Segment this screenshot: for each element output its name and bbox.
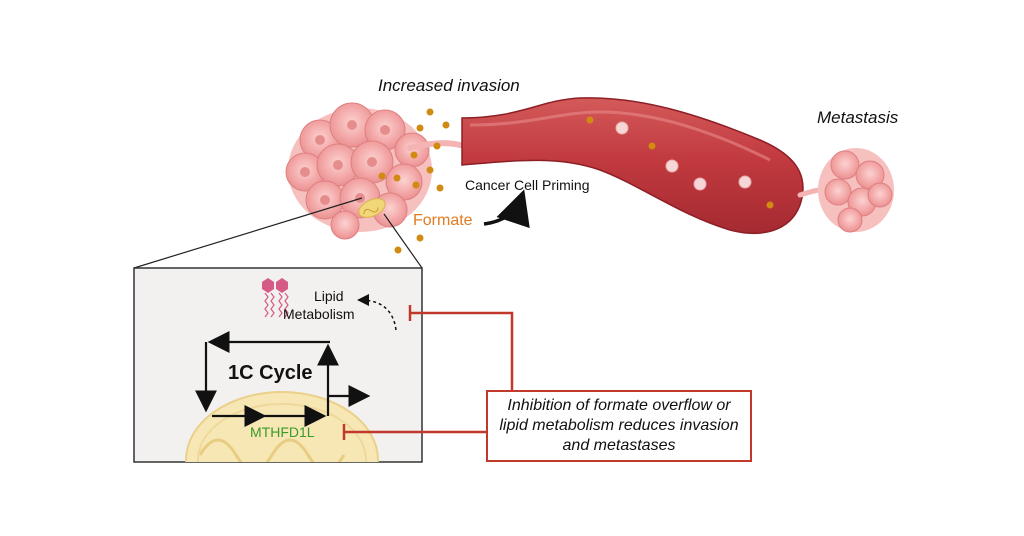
lipid-molecule-icon <box>262 278 289 318</box>
inhibition-callout: Inhibition of formate overflow or lipid … <box>486 390 752 462</box>
dashed-lipid-arrow <box>357 294 397 331</box>
formate-label: Formate <box>413 212 473 229</box>
inhibition-connectors <box>342 305 514 440</box>
metabolism-label: Metabolism <box>283 306 355 322</box>
metastasis-label: Metastasis <box>817 108 899 127</box>
tumor-mitochondrion <box>358 198 386 218</box>
inhibition-text: Inhibition of formate overflow or lipid … <box>499 397 739 454</box>
metastasis-cluster <box>797 148 894 233</box>
zoom-line-right <box>383 213 423 269</box>
increased-invasion-label: Increased invasion <box>378 76 520 95</box>
blood-vessel <box>461 97 804 234</box>
one-c-cycle-label: 1C Cycle <box>228 362 313 384</box>
lipid-label: Lipid <box>314 288 344 304</box>
zoom-box <box>133 267 423 463</box>
one-c-cycle-arrows <box>195 331 371 427</box>
cancer-cell-priming-label: Cancer Cell Priming <box>465 177 590 193</box>
priming-arrow <box>483 189 530 229</box>
mthfd1l-label: MTHFD1L <box>250 424 315 440</box>
zoom-line-left <box>133 197 363 269</box>
mitochondrion-large <box>185 391 379 462</box>
